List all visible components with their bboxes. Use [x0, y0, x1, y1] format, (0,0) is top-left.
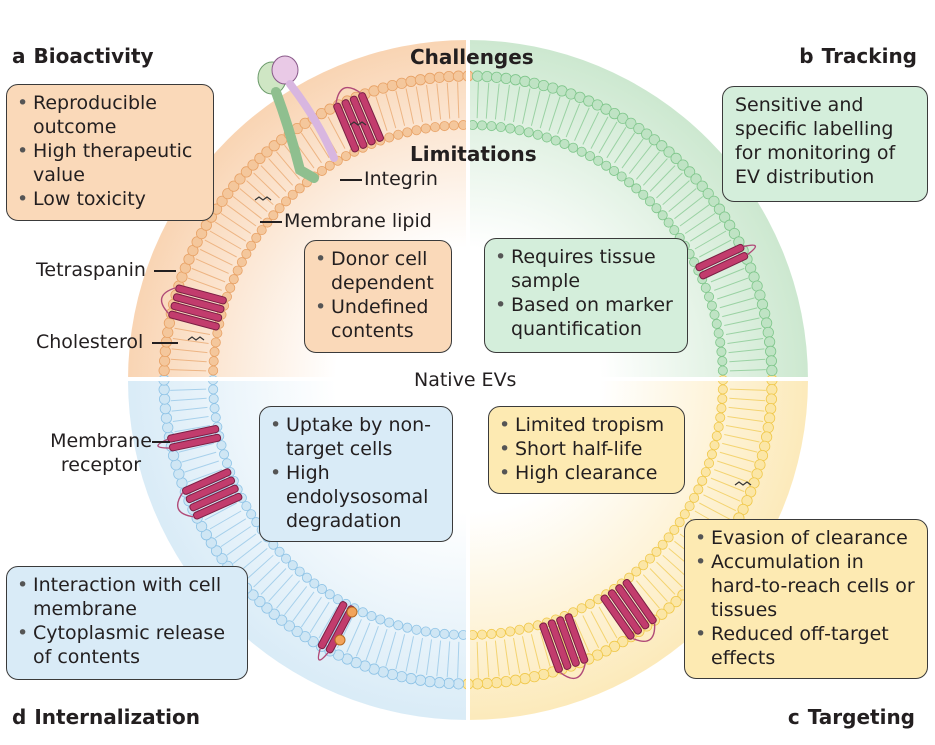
bullet-item: Requires tissue sample	[495, 245, 677, 293]
heading-internalization: d Internalization	[12, 705, 200, 729]
membrane-receptor-label: Membrane receptor	[46, 429, 156, 477]
bullet-item: Reproducible outcome	[17, 91, 203, 139]
limitation-box-bioactivity: Donor cell dependentUndefined contents	[304, 240, 452, 353]
tetraspanin-protein	[539, 613, 589, 680]
tetraspanin-leader	[154, 270, 176, 272]
challenge-box-tracking: Sensitive and specific labelling for mon…	[722, 86, 928, 202]
challenges-label: Challenges	[410, 45, 534, 69]
tetraspanin-protein	[157, 425, 222, 452]
bullet-item: Based on marker quantification	[495, 293, 677, 341]
challenge-box-bioactivity: Reproducible outcomeHigh therapeutic val…	[6, 84, 214, 221]
tetraspanin-protein	[176, 468, 243, 520]
challenge-text-tracking: Sensitive and specific labelling for mon…	[735, 94, 896, 188]
limitation-box-tracking: Requires tissue sampleBased on marker qu…	[484, 238, 688, 353]
bullet-item: Interaction with cell membrane	[17, 573, 237, 621]
integrin-label: Integrin	[364, 168, 438, 190]
panel-title-a: Bioactivity	[33, 44, 154, 68]
panel-title-c: Targeting	[807, 705, 915, 729]
panel-letter-a: a	[12, 44, 26, 68]
challenge-list-internalization: Interaction with cell membraneCytoplasmi…	[17, 573, 237, 669]
bullet-item: Short half-life	[499, 437, 674, 461]
challenge-box-targeting: Evasion of clearanceAccumulation in hard…	[684, 519, 928, 679]
panel-letter-b: b	[799, 44, 814, 68]
heading-bioactivity: a Bioactivity	[12, 44, 154, 68]
challenge-list-targeting: Evasion of clearanceAccumulation in hard…	[695, 526, 917, 670]
membrane-lipid-label: Membrane lipid	[284, 210, 432, 232]
limitation-box-targeting: Limited tropismShort half-lifeHigh clear…	[488, 406, 685, 494]
challenge-box-internalization: Interaction with cell membraneCytoplasmi…	[6, 566, 248, 680]
cholesterol-molecules	[187, 121, 752, 486]
cholesterol-label: Cholesterol	[36, 331, 144, 353]
tetraspanin-label: Tetraspanin	[36, 259, 146, 281]
bullet-item: Low toxicity	[17, 187, 203, 211]
panel-title-b: Tracking	[821, 44, 917, 68]
limitation-box-internalization: Uptake by non-target cellsHigh endolysos…	[259, 406, 453, 542]
limitations-label: Limitations	[410, 142, 537, 166]
tetraspanin-protein	[333, 86, 384, 153]
native-evs-label: Native EVs	[404, 368, 527, 392]
limitation-list-bioactivity: Donor cell dependentUndefined contents	[315, 247, 441, 343]
membrane-receptor-line2: receptor	[60, 454, 142, 476]
bullet-item: Undefined contents	[315, 295, 441, 343]
membrane-receptor-leader	[152, 441, 170, 443]
panel-letter-c: c	[787, 705, 800, 729]
cholesterol-leader	[152, 342, 178, 344]
heading-tracking: b Tracking	[799, 44, 917, 68]
tetraspanin-protein	[695, 243, 756, 280]
heading-targeting: c Targeting	[788, 705, 915, 729]
bullet-item: High endolysosomal degradation	[270, 461, 442, 533]
bullet-item: Accumulation in hard-to-reach cells or t…	[695, 550, 917, 622]
panel-letter-d: d	[12, 705, 27, 729]
bullet-item: Limited tropism	[499, 413, 674, 437]
bullet-item: High clearance	[499, 461, 674, 485]
bullet-item: High therapeutic value	[17, 139, 203, 187]
integrin-protein	[257, 55, 338, 183]
panel-title-d: Internalization	[34, 705, 200, 729]
integrin-leader	[340, 179, 362, 181]
challenge-list-bioactivity: Reproducible outcomeHigh therapeutic val…	[17, 91, 203, 211]
bullet-item: Reduced off-target effects	[695, 622, 917, 670]
limitation-list-internalization: Uptake by non-target cellsHigh endolysos…	[270, 413, 442, 533]
bullet-item: Donor cell dependent	[315, 247, 441, 295]
membrane-lipid-leader	[260, 221, 282, 223]
tetraspanin-protein	[160, 284, 227, 331]
bullet-item: Evasion of clearance	[695, 526, 917, 550]
bullet-item: Uptake by non-target cells	[270, 413, 442, 461]
tetraspanin-protein	[317, 601, 356, 661]
receptor-ligand	[334, 606, 358, 646]
limitation-list-tracking: Requires tissue sampleBased on marker qu…	[495, 245, 677, 341]
tetraspanin-protein	[600, 578, 657, 642]
limitation-list-targeting: Limited tropismShort half-lifeHigh clear…	[499, 413, 674, 485]
membrane-receptor-line1: Membrane	[50, 430, 152, 452]
bullet-item: Cytoplasmic release of contents	[17, 621, 237, 669]
membrane-proteins	[157, 55, 756, 680]
